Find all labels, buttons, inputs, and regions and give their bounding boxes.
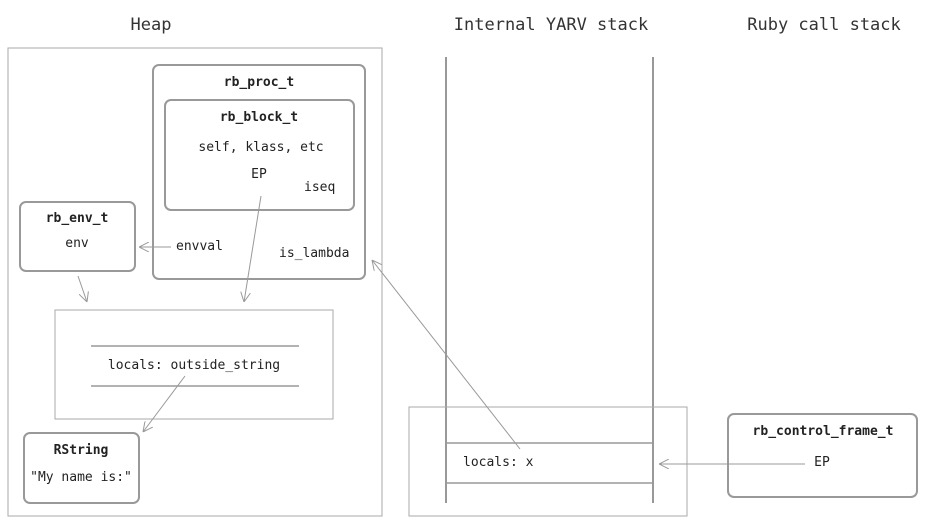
arrow-x-to-proc (372, 260, 521, 450)
env-locals-box (54, 309, 334, 420)
yarv-locals-label: locals: x (463, 455, 534, 470)
arrow-env-to-env-locals (77, 275, 87, 302)
rstring-value: "My name is:" (30, 470, 132, 485)
rb-env-t-title: rb_env_t (45, 211, 109, 226)
stack-frame-box (408, 406, 688, 517)
rb-block-t-title: rb_block_t (219, 110, 299, 125)
env-field: env (65, 236, 89, 251)
block-iseq-field: iseq (304, 180, 336, 195)
envval-field: envval (176, 239, 223, 254)
block-fields: self, klass, etc (198, 140, 324, 155)
block-ep-field: EP (251, 167, 267, 182)
heap-heading: Heap (130, 15, 172, 35)
arrow-block-ep-to-env-locals (244, 195, 262, 302)
rstring-title: RString (53, 443, 109, 458)
rb-proc-t-title: rb_proc_t (223, 75, 295, 90)
ruby-call-stack-heading: Ruby call stack (747, 15, 901, 35)
rstring-box (23, 432, 140, 504)
rb-control-frame-t-box (727, 413, 918, 498)
env-locals-label: locals: outside_string (107, 358, 281, 373)
rb-block-t-box (164, 99, 355, 211)
is-lambda-field: is_lambda (279, 246, 350, 261)
arrow-locals-to-rstring (143, 375, 186, 432)
rb-control-frame-t-title: rb_control_frame_t (752, 424, 894, 439)
rb-env-t-box (19, 201, 136, 272)
control-frame-ep-field: EP (814, 455, 830, 470)
yarv-stack-heading: Internal YARV stack (453, 15, 649, 35)
heap-container (7, 47, 383, 517)
